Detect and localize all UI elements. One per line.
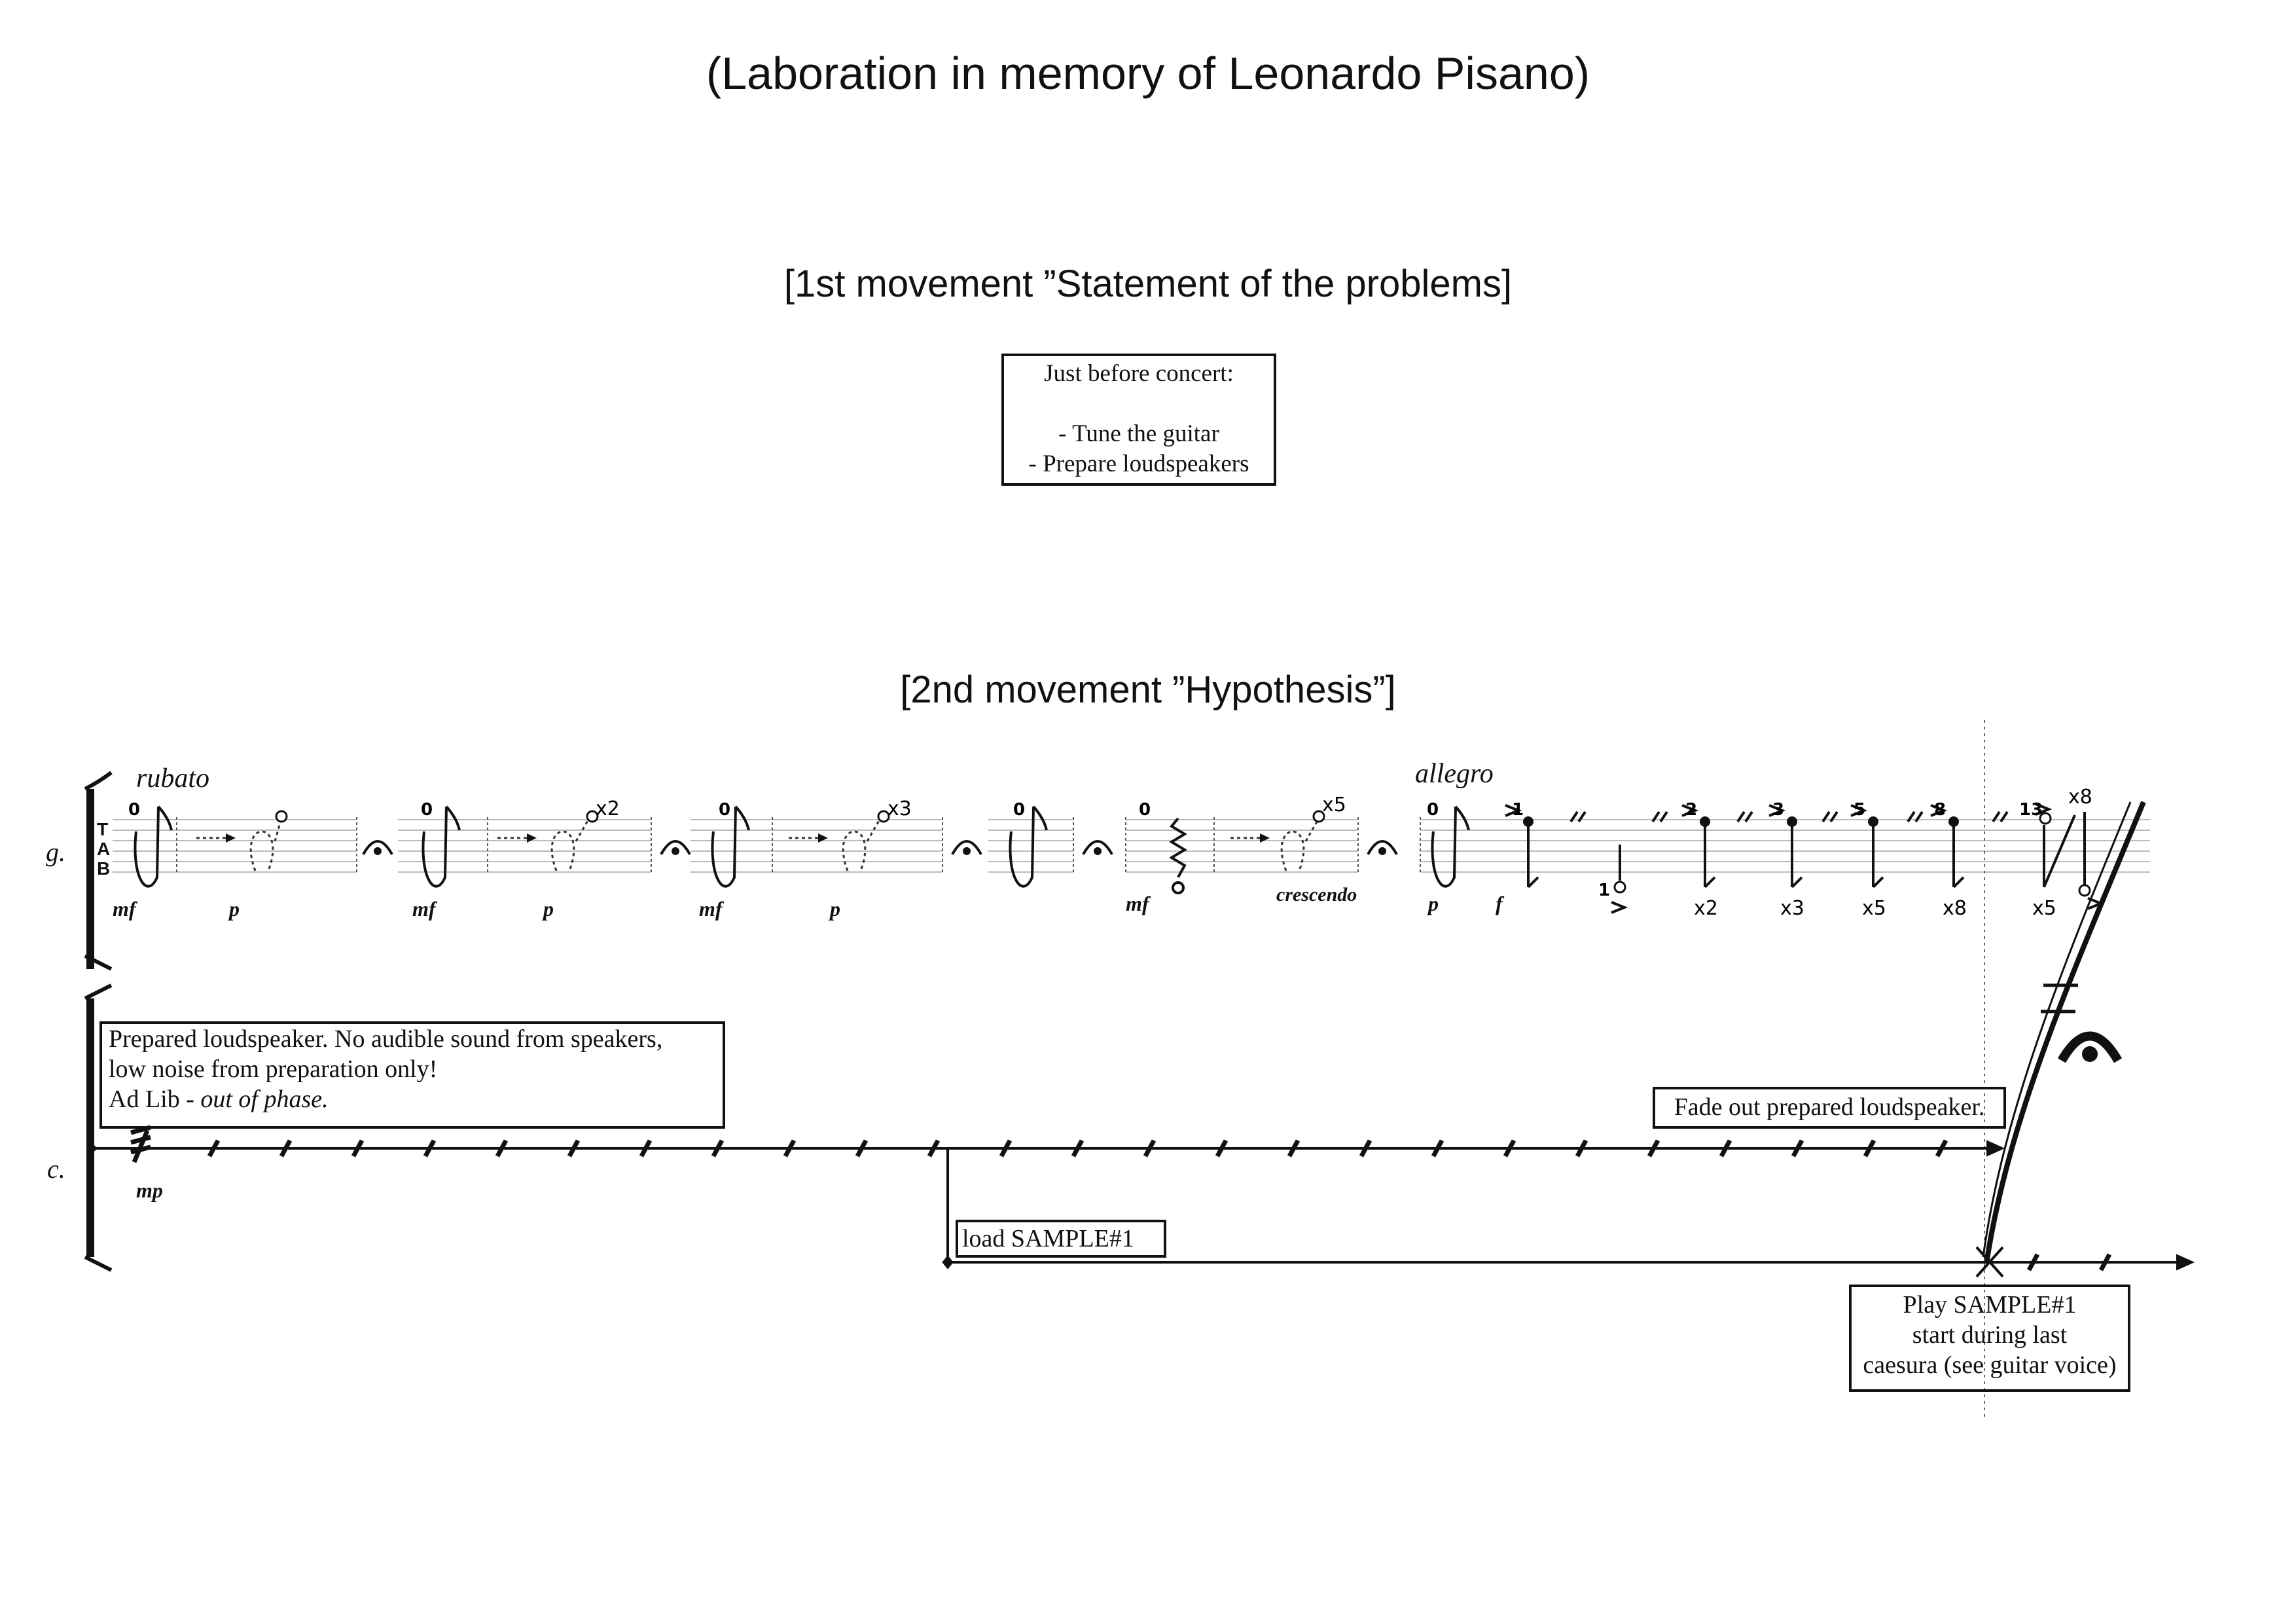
tab-clef: T A B — [97, 820, 110, 879]
fret-number: 0 — [719, 800, 731, 820]
note-line: low noise from preparation only! — [109, 1055, 438, 1083]
tab-letter-b: B — [97, 858, 111, 879]
note-line: Prepared loudspeaker. No audible sound f… — [109, 1025, 663, 1053]
play-sample-note: Play SAMPLE#1 start during last caesura … — [1849, 1285, 2130, 1392]
repeat-count: x3 — [1780, 897, 1804, 920]
electronics-dynamic-mark: mp — [136, 1178, 163, 1202]
pre-concert-instructions-box: Just before concert: - Tune the guitar -… — [1001, 354, 1276, 486]
dynamic-mark: p — [830, 897, 840, 921]
repeat-count: x2 — [1694, 897, 1718, 920]
page-title: (Laboration in memory of Leonardo Pisano… — [706, 48, 1590, 99]
tab-letter-a: A — [97, 839, 111, 859]
fret-number: 1 — [1598, 881, 1611, 900]
repeat-count: x5 — [2032, 897, 2056, 920]
repeat-count: x5 — [1862, 897, 1886, 920]
note-line: start during last — [1912, 1321, 2068, 1349]
tab-segment-allegro — [1420, 819, 2150, 873]
fade-out-note: Fade out prepared loudspeaker. — [1653, 1087, 2006, 1129]
loop-repeat-count: x5 — [1322, 793, 1346, 816]
repeat-count: x8 — [1943, 897, 1967, 920]
fret-number: 1 — [1512, 800, 1524, 820]
prepared-loudspeaker-note: Prepared loudspeaker. No audible sound f… — [99, 1021, 725, 1129]
pre-concert-step-speakers: - Prepare loudspeakers — [1028, 450, 1249, 477]
guitar-voice-label: g. — [46, 837, 65, 867]
note-line: Play SAMPLE#1 — [1903, 1291, 2077, 1319]
dynamic-mark: p — [229, 897, 240, 921]
electronics-timeline-1 — [92, 1125, 2005, 1163]
bend-glyphs — [134, 805, 1470, 894]
tab-segment-4 — [988, 819, 1073, 873]
dynamic-mark: mf — [1126, 892, 1149, 915]
dynamic-mark: mf — [699, 897, 723, 921]
tempo-marking-rubato: rubato — [136, 763, 210, 793]
loop-repeat-count: x2 — [596, 797, 620, 820]
tab-segment-1 — [113, 819, 357, 873]
dynamic-mark: p — [1428, 892, 1439, 915]
allegro-notes — [1505, 803, 2105, 914]
note-line-prefix: Ad Lib - — [109, 1085, 201, 1113]
movement-1-title: [1st movement ”Statement of the problems… — [783, 263, 1513, 305]
fret-number: 8 — [1934, 800, 1946, 820]
electronics-timeline-2 — [942, 1148, 2195, 1278]
tab-letter-t: T — [97, 819, 109, 839]
loop-repeat-count: x3 — [888, 797, 912, 820]
dynamic-mark: f — [1496, 892, 1503, 915]
fret-number: 0 — [1013, 800, 1026, 820]
fret-number: 2 — [1685, 800, 1698, 820]
load-sample-note: load SAMPLE#1 — [956, 1220, 1166, 1258]
pre-concert-step-tune: - Tune the guitar — [1058, 420, 1219, 447]
dynamic-mark: p — [543, 897, 554, 921]
fret-number: 0 — [421, 800, 433, 820]
fret-number: 0 — [1427, 800, 1439, 820]
tab-segment-3 — [691, 819, 942, 873]
repeat-count: x8 — [2068, 786, 2092, 809]
tempo-marking-allegro: allegro — [1415, 759, 1494, 789]
dynamic-mark: mf — [412, 897, 436, 921]
electronics-voice-label: c. — [47, 1154, 65, 1184]
note-line: Ad Lib - out of phase. — [109, 1084, 716, 1114]
fret-number: 0 — [128, 800, 141, 820]
pre-concert-heading: Just before concert: — [1044, 360, 1234, 387]
dynamic-mark: mf — [113, 897, 136, 921]
movement-2-title: [2nd movement ”Hypothesis”] — [900, 668, 1396, 711]
fret-number: 5 — [1854, 800, 1866, 820]
fret-number: 13 — [2019, 800, 2043, 820]
tab-segment-5 — [1126, 819, 1358, 873]
note-line-italic: out of phase. — [200, 1085, 329, 1113]
guitar-tab-staff — [113, 819, 2150, 873]
fermata-marks — [362, 840, 1398, 855]
tab-segment-2 — [398, 819, 651, 873]
crescendo-marking: crescendo — [1276, 884, 1357, 905]
fret-number: 0 — [1139, 800, 1151, 820]
fret-number: 3 — [1772, 800, 1785, 820]
note-line: caesura (see guitar voice) — [1863, 1351, 2117, 1379]
